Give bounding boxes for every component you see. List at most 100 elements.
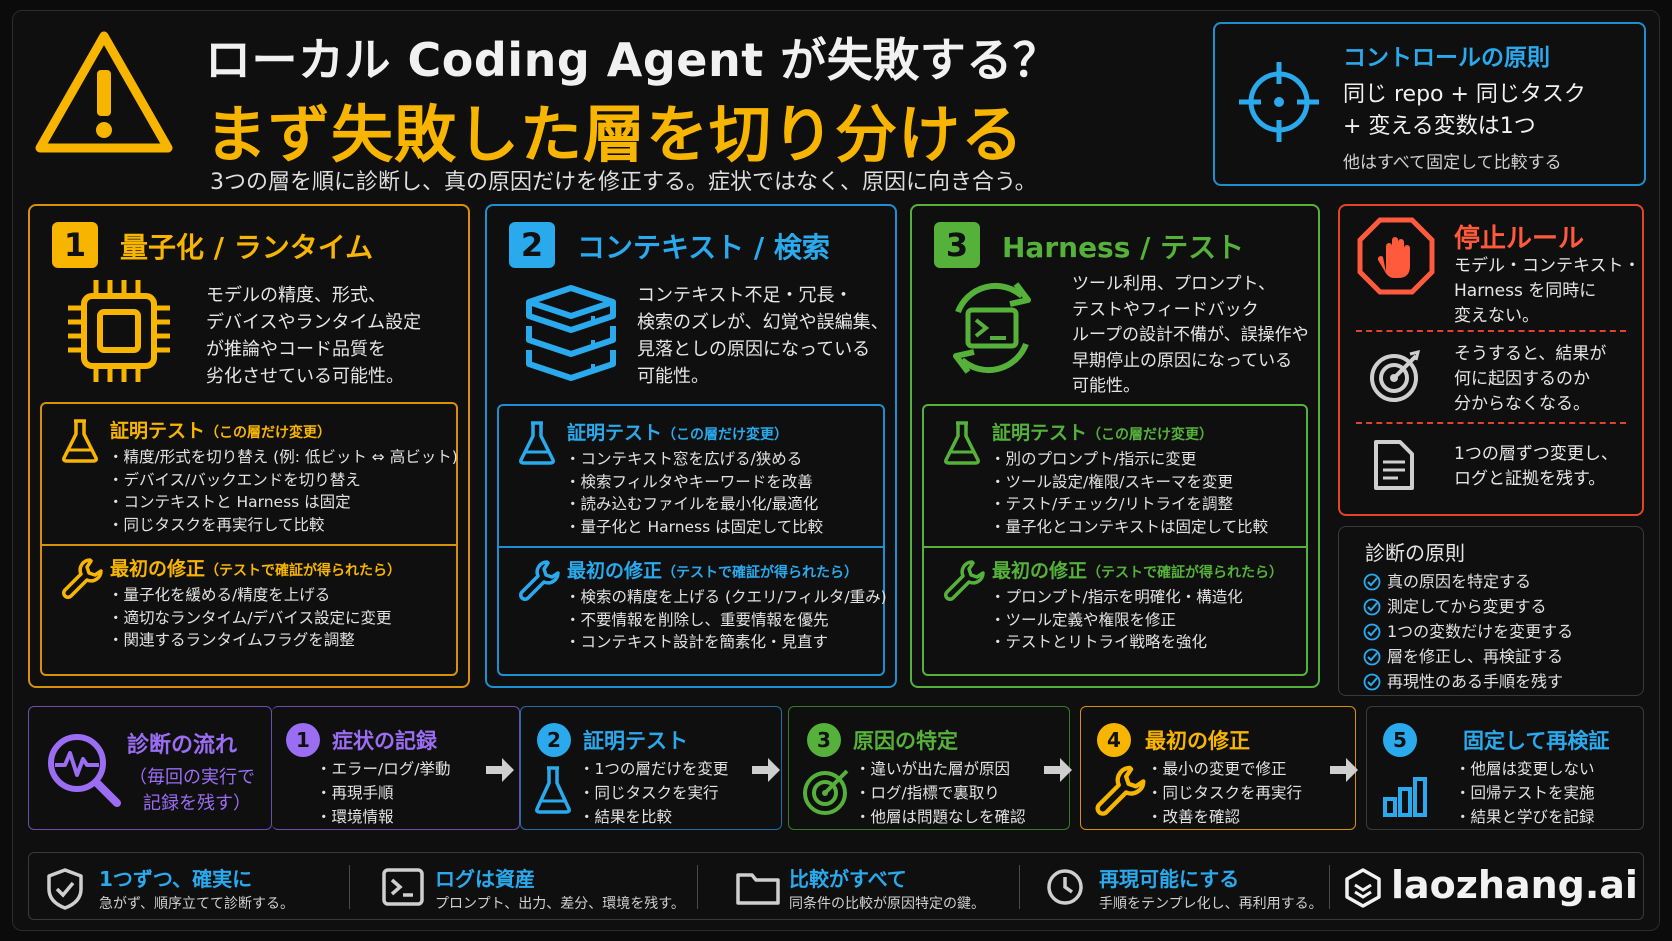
- layer-card-context: 2 コンテキスト / 検索 コンテキスト不足・冗長・ 検索のズレが、幻覚や誤編集…: [485, 204, 897, 688]
- bar-chart-icon: [1383, 777, 1427, 817]
- arrow-right-icon: [1044, 758, 1072, 782]
- check-icon: [1363, 673, 1381, 690]
- clock-icon: [1047, 869, 1083, 905]
- magnifier-pulse-icon: [48, 734, 121, 807]
- control-principle-panel: コントロールの原則 同じ repo + 同じタスク + 変える変数は1つ 他はす…: [1213, 22, 1646, 186]
- layer-number: 1: [52, 222, 98, 268]
- list-item: 測定してから変更する: [1363, 594, 1573, 619]
- list-item: 1つの層だけを変更: [579, 757, 729, 781]
- principle-text: 層を修正し、再検証する: [1387, 647, 1564, 666]
- flask-icon: [519, 421, 555, 465]
- check-icon: [1363, 623, 1381, 640]
- divider: [697, 865, 698, 909]
- stop-rules-panel: 停止ルール モデル・コンテキスト・ Harness を同時に 変えない。 そうす…: [1338, 204, 1644, 516]
- layer-number: 3: [934, 222, 980, 268]
- list-item: 精度/形式を切り替え (例: 低ビット ⇔ 高ビット): [112, 446, 458, 469]
- list-item: 量子化と Harness は固定して比較: [569, 516, 824, 539]
- list-item: 他層は変更しない: [1455, 757, 1595, 781]
- list-item: 環境情報: [316, 805, 450, 829]
- list-item: コンテキスト設計を簡素化・見直す: [569, 631, 887, 654]
- principle-text: 真の原因を特定する: [1387, 572, 1532, 591]
- wrench-icon: [944, 560, 985, 601]
- list-item: デバイス/バックエンドを切り替え: [112, 469, 458, 492]
- control-line3: 他はすべて固定して比較する: [1343, 153, 1562, 173]
- footer-item: 1つずつ、確実に 急がず、順序立てて診断する。: [29, 853, 359, 921]
- step-number: 2: [537, 723, 571, 757]
- stop-text: そうすると、結果が: [1454, 344, 1607, 364]
- check-icon: [1363, 598, 1381, 615]
- step-number: 4: [1097, 723, 1131, 757]
- flask-icon: [944, 421, 980, 465]
- footer-sub: 急がず、順序立てて診断する。: [99, 896, 295, 912]
- footer-item: 比較がすべて 同条件の比較が原因特定の鍵。: [719, 853, 1049, 921]
- footer-title: 1つずつ、確実に: [99, 867, 253, 891]
- test-fix-panel: 証明テスト（この層だけ変更） コンテキスト窓を広げる/狭める 検索フィルタやキー…: [497, 404, 887, 676]
- list-item: コンテキストと Harness は固定: [112, 491, 458, 514]
- test-fix-panel: 証明テスト（この層だけ変更） 精度/形式を切り替え (例: 低ビット ⇔ 高ビッ…: [40, 402, 458, 676]
- list-item: 同じタスクを再実行: [1147, 781, 1303, 805]
- footer-title: 比較がすべて: [789, 867, 907, 891]
- divider: [499, 546, 883, 548]
- step-title: 証明テスト: [583, 729, 688, 753]
- desc-line: テストやフィードバック: [1072, 299, 1259, 320]
- arrow-right-icon: [1330, 758, 1358, 782]
- footer-sub: 同条件の比較が原因特定の鍵。: [789, 896, 985, 912]
- desc-line: 検索のズレが、幻覚や誤編集、: [637, 312, 889, 333]
- flow-step-4: 4 最初の修正 最小の変更で修正 同じタスクを再実行 改善を確認: [1080, 706, 1356, 830]
- list-item: 他層は問題なしを確認: [855, 805, 1026, 829]
- flow-intro: 診断の流れ （毎回の実行で 記録を残す）: [28, 706, 272, 830]
- list-item: 再現手順: [316, 781, 450, 805]
- chip-icon: [68, 280, 170, 382]
- desc-line: ループの設計不備が、誤操作や: [1072, 325, 1309, 345]
- list-item: 量子化とコンテキストは固定して比較: [994, 516, 1269, 539]
- diagnosis-flow: 診断の流れ （毎回の実行で 記録を残す） 1 症状の記録 エラー/ログ/挙動 再…: [28, 706, 1644, 830]
- crosshair-icon: [1239, 62, 1319, 142]
- test-note: （この層だけ変更）: [205, 425, 332, 441]
- database-icon: [526, 285, 616, 381]
- flask-icon: [535, 766, 571, 814]
- test-title: 証明テスト: [992, 422, 1088, 444]
- step-title: 最初の修正: [1145, 729, 1250, 753]
- list-item: コンテキスト窓を広げる/狭める: [569, 448, 823, 471]
- desc-line: 可能性。: [1072, 376, 1140, 396]
- list-item: ログ/指標で裏取り: [855, 781, 1026, 805]
- control-title: コントロールの原則: [1343, 45, 1550, 71]
- divider: [1356, 330, 1626, 332]
- stop-text: モデル・コンテキスト・: [1454, 256, 1641, 276]
- test-note: （この層だけ変更）: [1087, 427, 1214, 443]
- check-icon: [1363, 573, 1381, 590]
- test-title: 証明テスト: [110, 420, 206, 442]
- flow-note: 記録を残す）: [143, 793, 251, 814]
- stop-text: 何に起因するのか: [1454, 369, 1590, 389]
- step-number: 3: [807, 723, 841, 757]
- layer-title: コンテキスト / 検索: [577, 231, 830, 264]
- list-item: 量子化を緩める/精度を上げる: [112, 584, 391, 607]
- stop-text: 分からなくなる。: [1454, 394, 1590, 414]
- footer-item: ログは資産 プロンプト、出力、差分、環境を残す。: [365, 853, 695, 921]
- desc-line: デバイスやランタイム設定: [206, 312, 422, 333]
- list-item: テスト/チェック/リトライを調整: [994, 493, 1268, 516]
- flow-step-2: 2 証明テスト 1つの層だけを変更 同じタスクを実行 結果を比較: [520, 706, 782, 830]
- laozhang-logo-icon: [1345, 868, 1381, 908]
- flow-note: （毎回の実行で: [129, 767, 255, 788]
- diagnosis-principles-panel: 診断の原則 真の原因を特定する 測定してから変更する 1つの変数だけを変更する …: [1338, 526, 1644, 696]
- wrench-icon: [519, 560, 560, 601]
- list-item: 最小の変更で修正: [1147, 757, 1302, 781]
- stop-hand-icon: [1357, 217, 1435, 295]
- stop-text: 1つの層ずつ変更し、: [1454, 444, 1618, 464]
- flow-step-1: 1 症状の記録 エラー/ログ/挙動 再現手順 環境情報: [272, 706, 520, 830]
- divider: [349, 865, 350, 909]
- step-title: 原因の特定: [853, 729, 958, 753]
- list-item: 結果を比較: [579, 805, 728, 829]
- desc-line: コンテキスト不足・冗長・: [637, 285, 853, 306]
- layer-title: Harness / テスト: [1002, 231, 1245, 264]
- desc-line: ツール利用、プロンプト、: [1072, 274, 1276, 294]
- shield-check-icon: [47, 868, 83, 910]
- folder-icon: [736, 873, 780, 905]
- terminal-icon: [382, 868, 424, 906]
- subtitle: 3つの層を順に診断し、真の原因だけを修正する。症状ではなく、原因に向き合う。: [210, 170, 1037, 195]
- principle-text: 1つの変数だけを変更する: [1387, 622, 1574, 641]
- layer-number: 2: [509, 222, 555, 268]
- footer-sub: 手順をテンプレ化し、再利用する。: [1099, 896, 1323, 912]
- check-icon: [1363, 648, 1381, 665]
